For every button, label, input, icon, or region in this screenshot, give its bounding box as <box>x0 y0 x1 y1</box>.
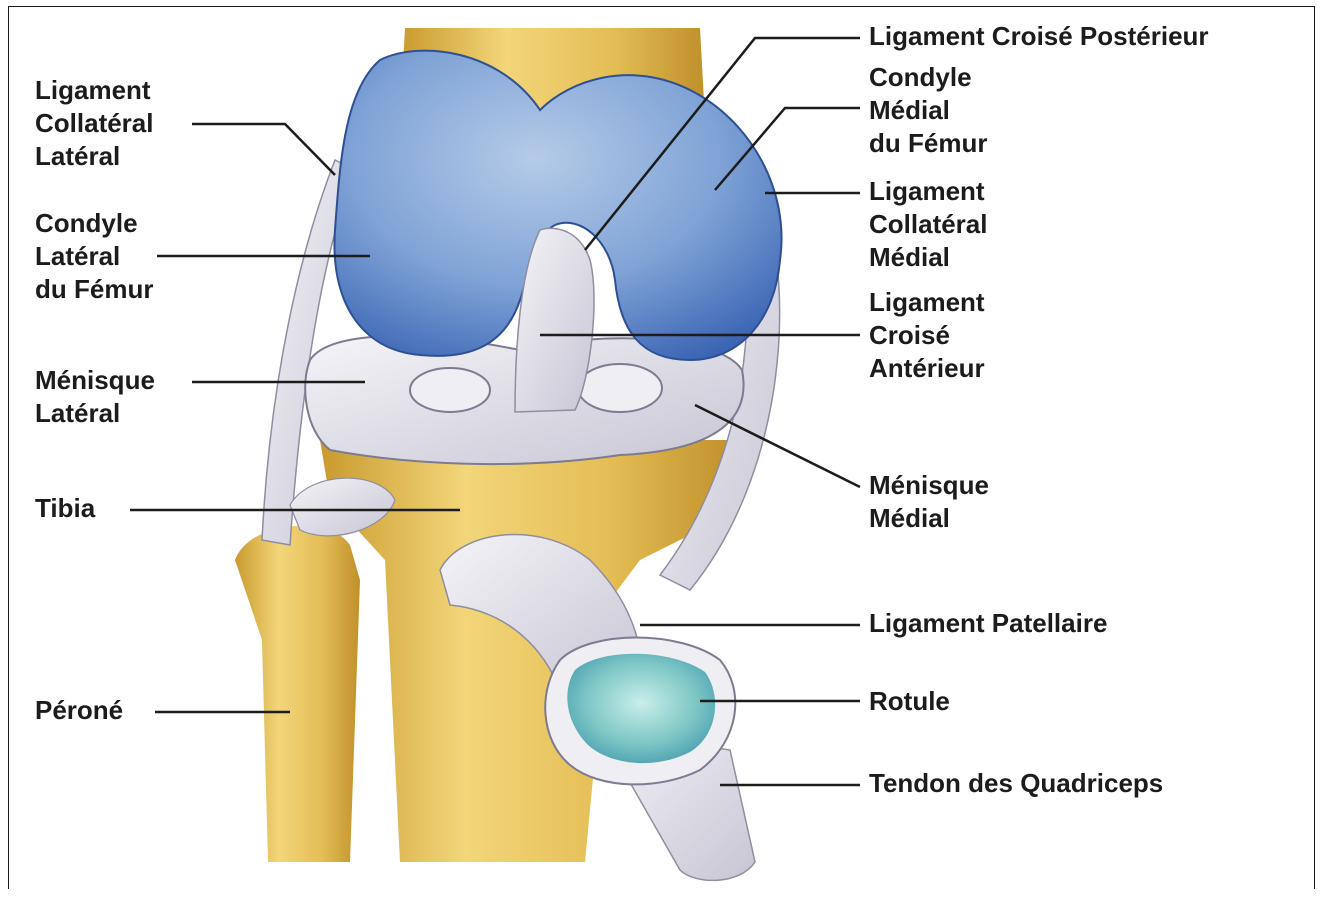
label-quadriceps-tendon: Tendon des Quadriceps <box>869 767 1163 800</box>
label-patella: Rotule <box>869 685 950 718</box>
fibula-bone <box>235 526 360 862</box>
label-lateral-collateral-ligament: Ligament Collatéral Latéral <box>35 74 154 173</box>
label-tibia: Tibia <box>35 492 95 525</box>
label-medial-femoral-condyle: Condyle Médial du Fémur <box>869 61 987 160</box>
label-anterior-cruciate-ligament: Ligament Croisé Antérieur <box>869 286 985 385</box>
lateral-meniscus-hole <box>410 368 490 412</box>
label-medial-collateral-ligament: Ligament Collatéral Médial <box>869 175 988 274</box>
label-patellar-ligament: Ligament Patellaire <box>869 607 1107 640</box>
label-lateral-meniscus: Ménisque Latéral <box>35 364 155 430</box>
medial-meniscus-hole <box>578 364 662 412</box>
label-posterior-cruciate-ligament: Ligament Croisé Postérieur <box>869 20 1209 53</box>
label-lateral-femoral-condyle: Condyle Latéral du Fémur <box>35 207 153 306</box>
label-fibula: Péroné <box>35 694 123 727</box>
label-medial-meniscus: Ménisque Médial <box>869 469 989 535</box>
